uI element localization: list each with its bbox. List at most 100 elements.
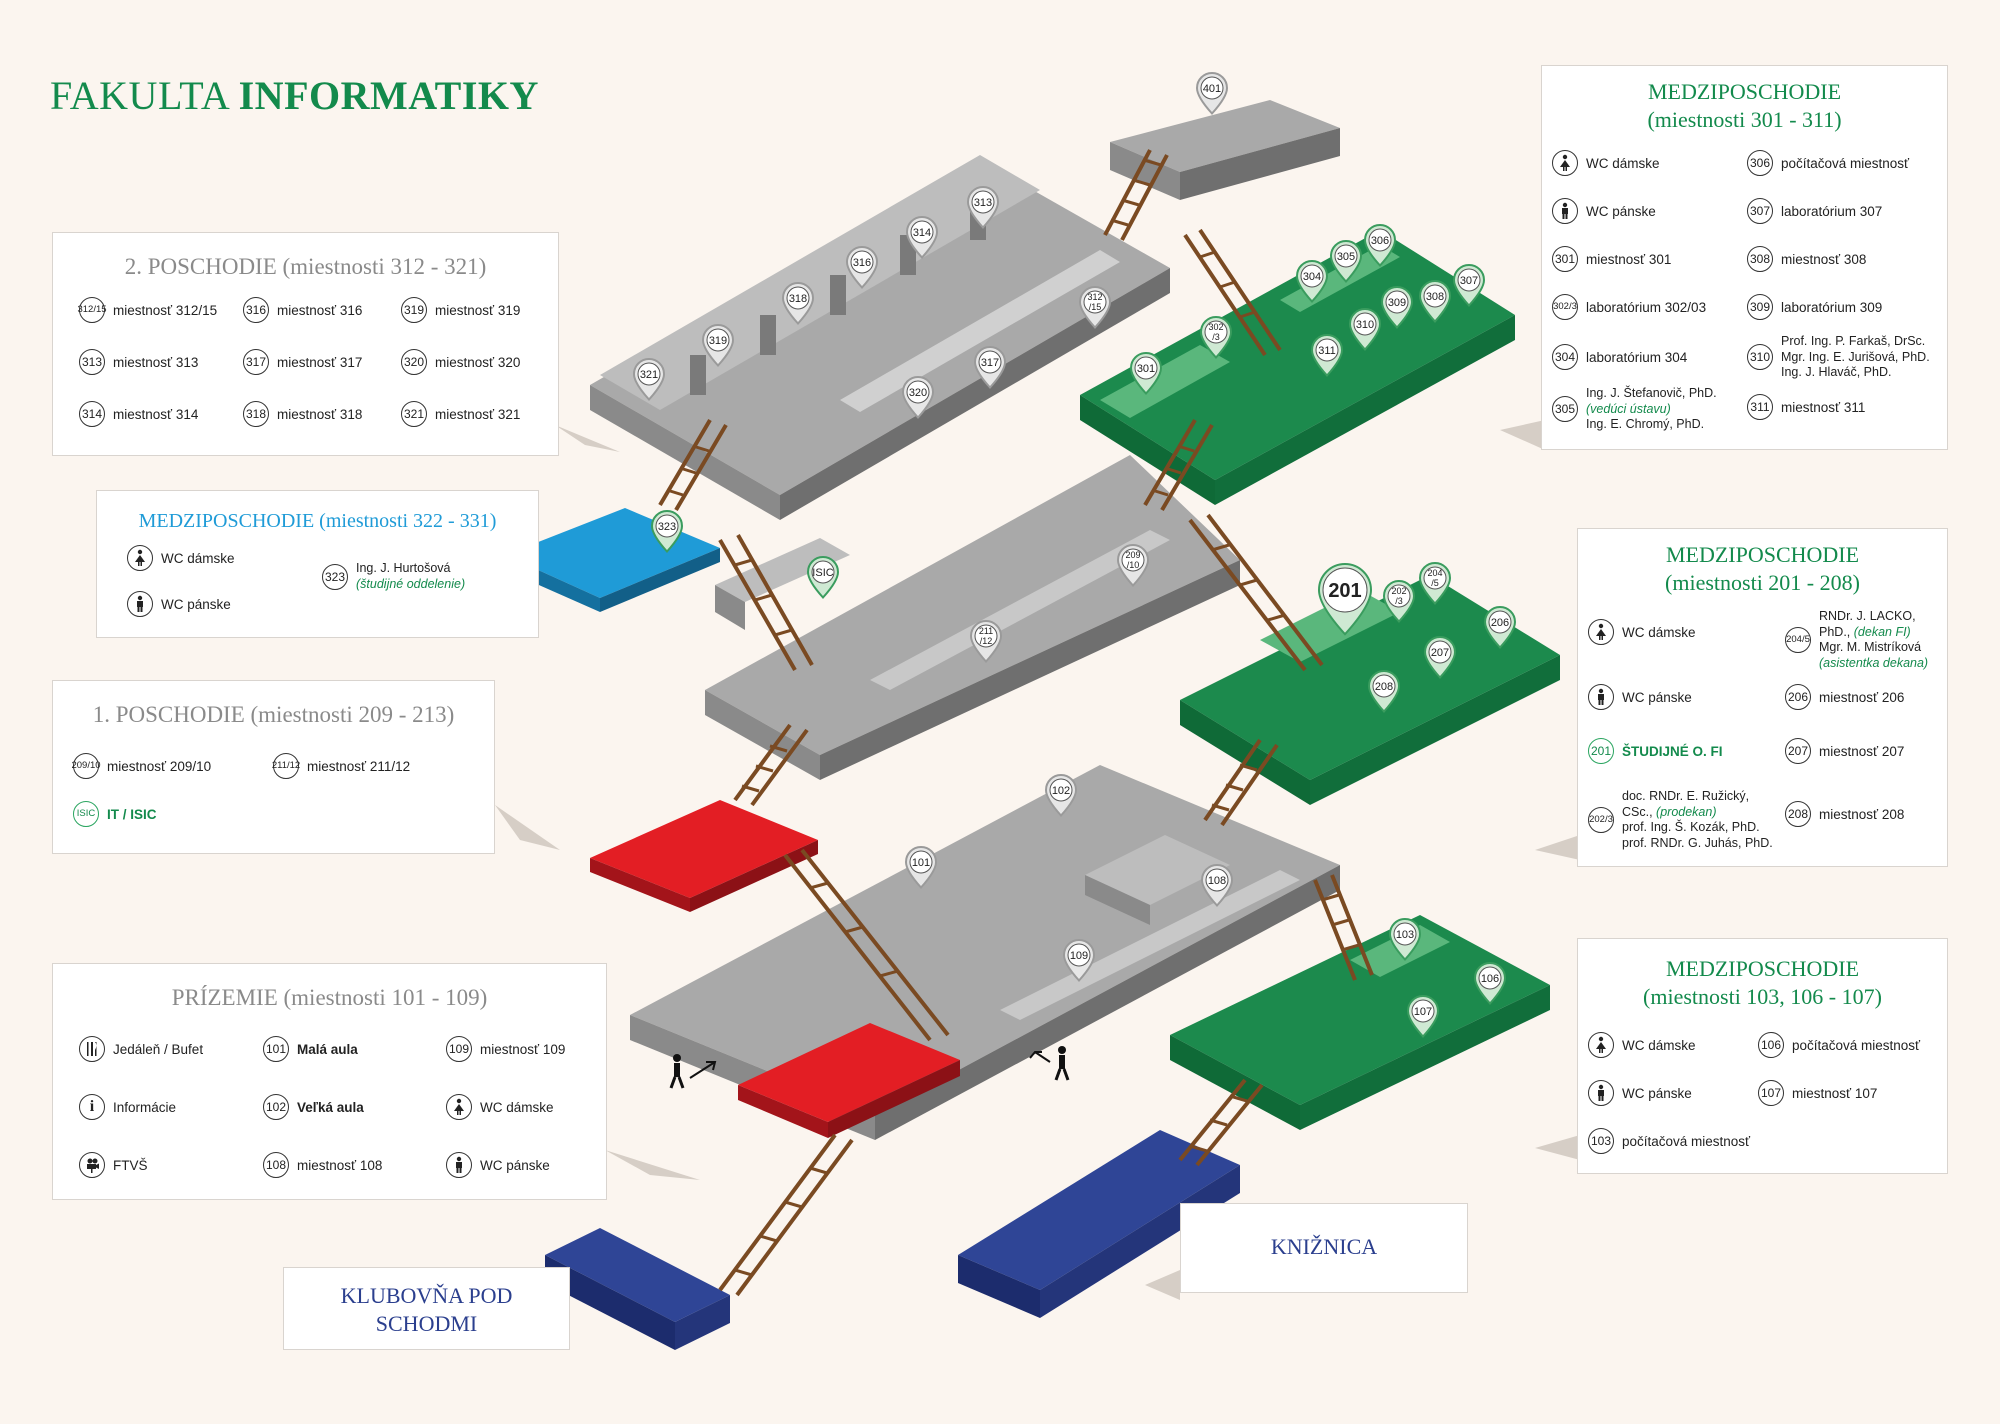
map-pin-label: 106 xyxy=(1481,973,1499,985)
legend-label-line: Mgr. M. Mistríková xyxy=(1819,640,1922,655)
legend-label-line: PhD., (dekan FI) xyxy=(1819,625,1928,641)
map-pin: 108 xyxy=(1200,864,1234,907)
legend-label: miestnosť 313 xyxy=(113,354,199,370)
legend-label-part: PhD., xyxy=(1819,624,1854,639)
red-platform-lower xyxy=(738,1023,960,1138)
map-pin: 302/3 xyxy=(1199,316,1233,359)
legend-label: Ing. J. Hurtošová xyxy=(356,561,451,575)
room-badge: 207 xyxy=(1785,738,1811,764)
legend-label-line: RNDr. J. LACKO, xyxy=(1819,609,1916,623)
title-line: MEDZIPOSCHODIE xyxy=(1665,542,1860,567)
map-pin-label: 201 xyxy=(1328,580,1361,602)
callout-shadow xyxy=(1145,1270,1180,1300)
title-line: KLUBOVŇA POD xyxy=(340,1283,513,1308)
legend-label: WC pánske xyxy=(1586,203,1656,219)
legend-mezzanine-103: MEDZIPOSCHODIE (miestnosti 103, 106 - 10… xyxy=(1577,938,1948,1174)
map-pin-label: 211 xyxy=(979,626,993,636)
legend-label-line: Ing. E. Chromý, PhD. xyxy=(1586,417,1705,432)
map-pin-label: 313 xyxy=(974,197,992,209)
callout-shadow xyxy=(555,425,620,452)
wc-women-icon xyxy=(446,1094,472,1120)
map-pin-label: 312 xyxy=(1087,292,1102,302)
club-label: KLUBOVŇA POD SCHODMI xyxy=(284,1282,569,1337)
room-badge: 208 xyxy=(1785,801,1811,827)
map-pin: 321 xyxy=(632,358,666,401)
map-pin-label: 316 xyxy=(853,257,871,269)
legend-label: miestnosť 319 xyxy=(435,302,521,318)
room-badge: 301 xyxy=(1552,246,1578,272)
cutlery-icon xyxy=(79,1036,105,1062)
callout-shadow xyxy=(495,805,560,850)
legend-label: miestnosť 301 xyxy=(1586,251,1672,267)
map-pin-label: /3 xyxy=(1395,596,1403,606)
legend-item-wc-men: WC pánske xyxy=(127,591,231,617)
map-pin-label: 107 xyxy=(1414,1006,1432,1018)
legend-floor-1-title: 1. POSCHODIE (miestnosti 209 - 213) xyxy=(92,702,455,727)
legend-mezzanine-322-title: MEDZIPOSCHODIE (miestnosti 322 - 331) xyxy=(138,510,497,532)
map-pin-label: 310 xyxy=(1356,319,1374,331)
legend-label: miestnosť 108 xyxy=(297,1157,383,1173)
legend-item-info: i Informácie xyxy=(79,1094,176,1120)
legend-label: miestnosť 207 xyxy=(1819,743,1905,759)
entrance-person-icon xyxy=(1054,1046,1070,1081)
club-block xyxy=(545,1228,730,1350)
room-badge: 202/3 xyxy=(1588,807,1614,834)
legend-label: laboratórium 302/03 xyxy=(1586,299,1707,315)
entrance-person-icon xyxy=(669,1054,685,1089)
legend-label: miestnosť 209/10 xyxy=(107,758,212,774)
room-badge: 107 xyxy=(1758,1080,1784,1106)
legend-label: Veľká aula xyxy=(297,1099,364,1115)
library-label: KNIŽNICA xyxy=(1270,1234,1378,1259)
legend-label: miestnosť 317 xyxy=(277,354,363,370)
legend-label: WC pánske xyxy=(161,596,231,612)
room-badge: 102 xyxy=(263,1094,289,1120)
legend-label: miestnosť 314 xyxy=(113,406,199,422)
isic-badge: ISIC xyxy=(73,801,99,827)
map-pin-label: 101 xyxy=(912,857,930,869)
room-badge: 108 xyxy=(263,1152,289,1178)
legend-label: Informácie xyxy=(113,1099,177,1115)
map-pin-label: 103 xyxy=(1396,929,1414,941)
map-pin-label: ISIC xyxy=(812,567,833,579)
title-line: SCHODMI xyxy=(375,1310,478,1336)
legend-item-wc-women: WC dámske xyxy=(446,1094,554,1120)
legend-label: ŠTUDIJNÉ O. FI xyxy=(1622,743,1723,759)
map-pin-label: 202 xyxy=(1391,586,1406,596)
camera-icon xyxy=(79,1152,105,1178)
wc-women-icon xyxy=(1588,1032,1614,1058)
legend-item-wc-men: WC pánske xyxy=(1588,684,1692,710)
legend-label: počítačová miestnosť xyxy=(1781,155,1910,171)
room-badge: 307 xyxy=(1747,198,1773,224)
legend-label-line: Ing. J. Hlaváč, PhD. xyxy=(1781,365,1892,380)
map-pin-label: /10 xyxy=(1127,560,1140,570)
wc-men-icon xyxy=(446,1152,472,1178)
map-pin: 107 xyxy=(1406,995,1440,1038)
map-pin: 313 xyxy=(966,186,1000,229)
room-badge: 103 xyxy=(1588,1128,1614,1154)
legend-label: miestnosť 318 xyxy=(277,406,363,422)
legend-item: 207 miestnosť 207 xyxy=(1785,738,1904,764)
room-badge: 317 xyxy=(243,349,269,375)
map-pin: 316 xyxy=(845,246,879,289)
legend-note: (asistentka dekana) xyxy=(1819,655,1929,670)
room-badge: 204/5 xyxy=(1785,627,1811,654)
map-pin-label: 109 xyxy=(1070,950,1088,962)
legend-label: miestnosť 109 xyxy=(480,1041,566,1057)
room-badge: 312/15 xyxy=(77,297,107,323)
map-pin-label: /5 xyxy=(1431,578,1439,588)
legend-item-wc-men: WC pánske xyxy=(1588,1080,1692,1106)
legend-label: počítačová miestnosť xyxy=(1622,1133,1751,1149)
map-pin-label: 311 xyxy=(1318,345,1336,357)
legend-item-211: 211/12 miestnosť 211/12 xyxy=(272,753,410,779)
legend-floor-2: 2. POSCHODIE (miestnosti 312 - 321) 312/… xyxy=(52,232,559,456)
room-badge: 106 xyxy=(1758,1032,1784,1058)
map-pin: 208 xyxy=(1367,670,1401,713)
